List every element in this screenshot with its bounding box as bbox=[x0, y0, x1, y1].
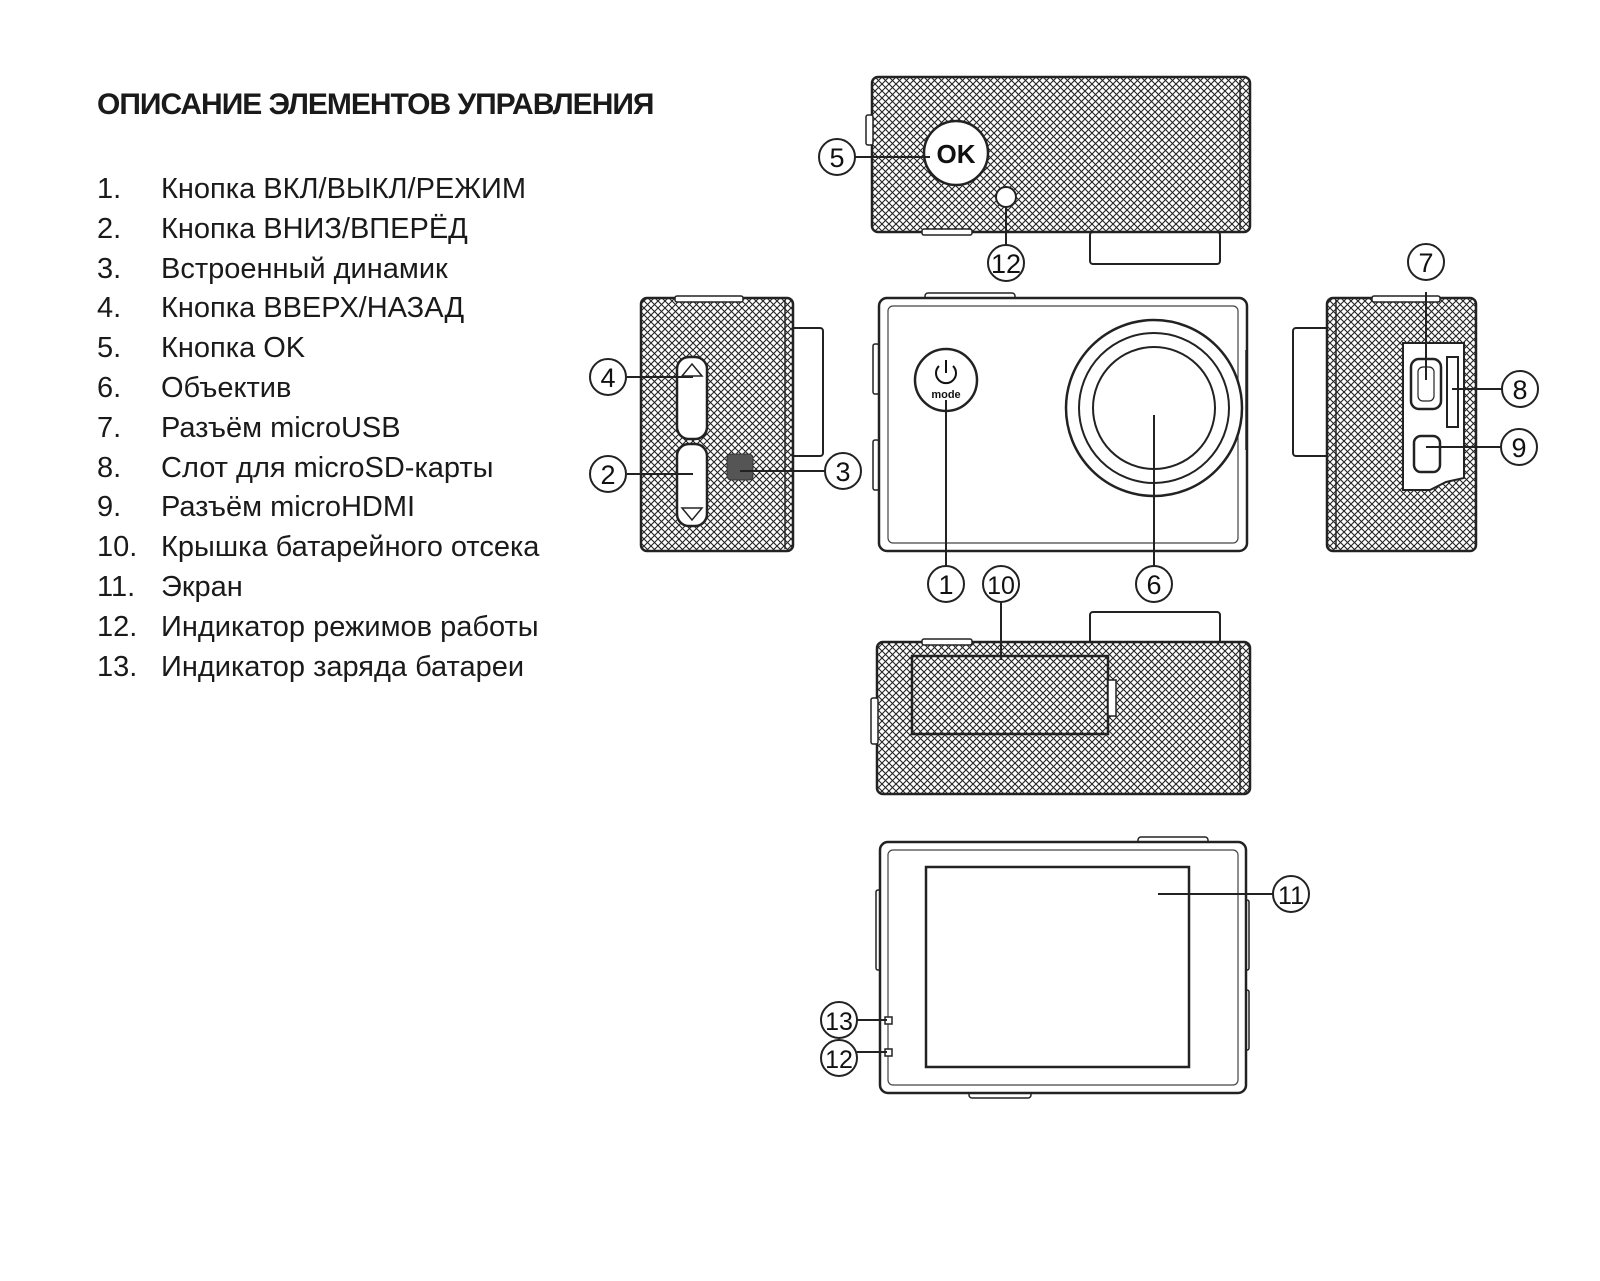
callout-6: 6 bbox=[1135, 565, 1173, 603]
callout-4: 4 bbox=[589, 358, 627, 396]
callout-1-label: 1 bbox=[938, 570, 953, 600]
list-item-number: 6. bbox=[97, 371, 122, 404]
callout-7: 7 bbox=[1407, 243, 1445, 281]
list-item-number: 8. bbox=[97, 451, 122, 484]
callout-12-top: 12 bbox=[987, 244, 1025, 282]
ok-button bbox=[922, 119, 990, 187]
microhdmi-port bbox=[1412, 434, 1442, 474]
leader-lines bbox=[627, 156, 1502, 1053]
ok-button-label: OK bbox=[937, 139, 976, 169]
screen bbox=[924, 865, 1191, 1069]
callout-9: 9 bbox=[1500, 428, 1538, 466]
camera-back-view bbox=[875, 836, 1250, 1099]
callout-3-label: 3 bbox=[835, 457, 850, 487]
camera-top-body bbox=[870, 75, 1252, 234]
callout-2-label: 2 bbox=[600, 460, 615, 490]
camera-bottom-view bbox=[870, 611, 1252, 796]
callout-1: 1 bbox=[927, 565, 965, 603]
camera-bottom-body bbox=[875, 640, 1252, 796]
list-item-label: Слот для microSD-карты bbox=[161, 451, 494, 484]
lens-housing-left bbox=[790, 327, 824, 457]
list-item-label: Индикатор режимов работы bbox=[161, 610, 539, 643]
list-item-number: 10. bbox=[97, 531, 138, 564]
lens-housing-right bbox=[1292, 327, 1331, 457]
list-item-number: 12. bbox=[97, 610, 138, 643]
callout-11-label: 11 bbox=[1278, 882, 1304, 910]
callout-4-label: 4 bbox=[600, 363, 615, 393]
down-arrow-icon bbox=[680, 507, 704, 522]
callout-10: 10 bbox=[982, 565, 1020, 603]
mode-label: mode bbox=[931, 389, 960, 401]
callout-10-label: 10 bbox=[987, 572, 1015, 600]
list-item-label: Разъём microHDMI bbox=[161, 491, 416, 524]
microsd-slot bbox=[1446, 356, 1459, 428]
list-item-number: 4. bbox=[97, 292, 122, 325]
list-item-label: Экран bbox=[161, 570, 243, 603]
list-item-number: 11. bbox=[97, 570, 136, 603]
callout-6-label: 6 bbox=[1146, 570, 1161, 600]
lens-housing-bottom bbox=[1089, 611, 1221, 645]
callout-13: 13 bbox=[820, 1001, 858, 1039]
list-item-label: Кнопка ВКЛ/ВЫКЛ/РЕЖИМ bbox=[161, 173, 527, 205]
list-item-label: Встроенный динамик bbox=[161, 252, 448, 285]
mode-indicator-led-top bbox=[995, 186, 1017, 208]
up-button bbox=[675, 355, 709, 441]
down-button bbox=[675, 442, 709, 528]
list-item-label: Кнопка OK bbox=[161, 332, 306, 365]
list-item-number: 9. bbox=[97, 491, 122, 524]
list-item-number: 2. bbox=[97, 212, 122, 245]
list-item-label: Разъём microUSB bbox=[161, 411, 401, 444]
list-item-number: 13. bbox=[97, 650, 138, 683]
callout-3: 3 bbox=[824, 452, 862, 490]
callout-12-top-label: 12 bbox=[991, 249, 1021, 279]
callout-12-back-label: 12 bbox=[825, 1046, 853, 1074]
callout-8: 8 bbox=[1501, 370, 1539, 408]
callout-5: 5 bbox=[818, 138, 856, 176]
speaker-grille bbox=[726, 453, 754, 481]
list-item-label: Крышка батарейного отсека bbox=[161, 531, 540, 564]
list-item-number: 3. bbox=[97, 252, 122, 285]
callout-12-back: 12 bbox=[820, 1039, 858, 1077]
list-item-label: Кнопка ВВЕРХ/НАЗАД bbox=[161, 292, 465, 325]
list-item-label: Объектив bbox=[161, 371, 292, 404]
camera-front-view: mode bbox=[872, 292, 1249, 553]
camera-left-body bbox=[639, 296, 795, 553]
camera-left-side-view bbox=[639, 295, 824, 553]
list-item-label: Кнопка ВНИЗ/ВПЕРЁД bbox=[161, 212, 468, 245]
callout-9-label: 9 bbox=[1511, 433, 1526, 463]
power-icon bbox=[935, 360, 957, 385]
list-item-label: Индикатор заряда батареи bbox=[161, 650, 525, 683]
callout-13-label: 13 bbox=[825, 1008, 853, 1036]
callout-2: 2 bbox=[589, 455, 627, 493]
list-item-number: 7. bbox=[97, 411, 122, 444]
callout-5-label: 5 bbox=[829, 143, 844, 173]
camera-top-view: OK bbox=[865, 75, 1252, 265]
page-title: ОПИСАНИЕ ЭЛЕМЕНТОВ УПРАВЛЕНИЯ bbox=[97, 88, 654, 121]
callout-7-label: 7 bbox=[1418, 248, 1433, 278]
list-item-number: 5. bbox=[97, 332, 122, 365]
callout-11: 11 bbox=[1272, 875, 1310, 913]
camera-right-side-view bbox=[1292, 295, 1478, 553]
lens-housing-top bbox=[1089, 231, 1221, 265]
callouts: 5 12 4 2 3 1 1 bbox=[589, 138, 1539, 1077]
list-item-number: 1. bbox=[97, 173, 122, 205]
callout-8-label: 8 bbox=[1512, 375, 1527, 405]
